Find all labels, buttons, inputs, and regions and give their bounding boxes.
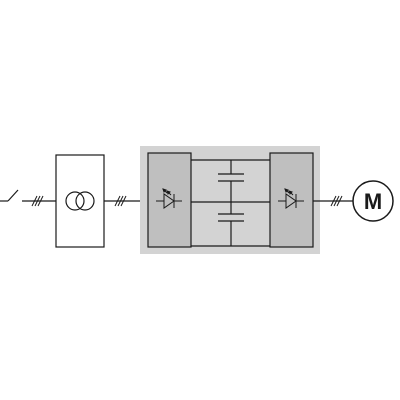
supply-switch-icon <box>0 189 56 202</box>
rectifier-module <box>147 152 192 248</box>
three-phase-mark-supply <box>31 195 44 207</box>
three-phase-mark-output <box>330 195 343 207</box>
three-phase-mark-input <box>114 195 127 207</box>
capacitor-icon <box>218 160 244 202</box>
rectifier-thyristor-icon <box>156 188 182 209</box>
motor-label: M <box>364 189 382 214</box>
motor-icon: M <box>352 180 394 222</box>
transformer-block <box>55 154 105 248</box>
capacitor-icon-lower <box>218 202 244 246</box>
transformer-icon <box>65 191 95 211</box>
inverter-thyristor-icon <box>278 188 304 209</box>
inverter-module <box>269 152 314 248</box>
